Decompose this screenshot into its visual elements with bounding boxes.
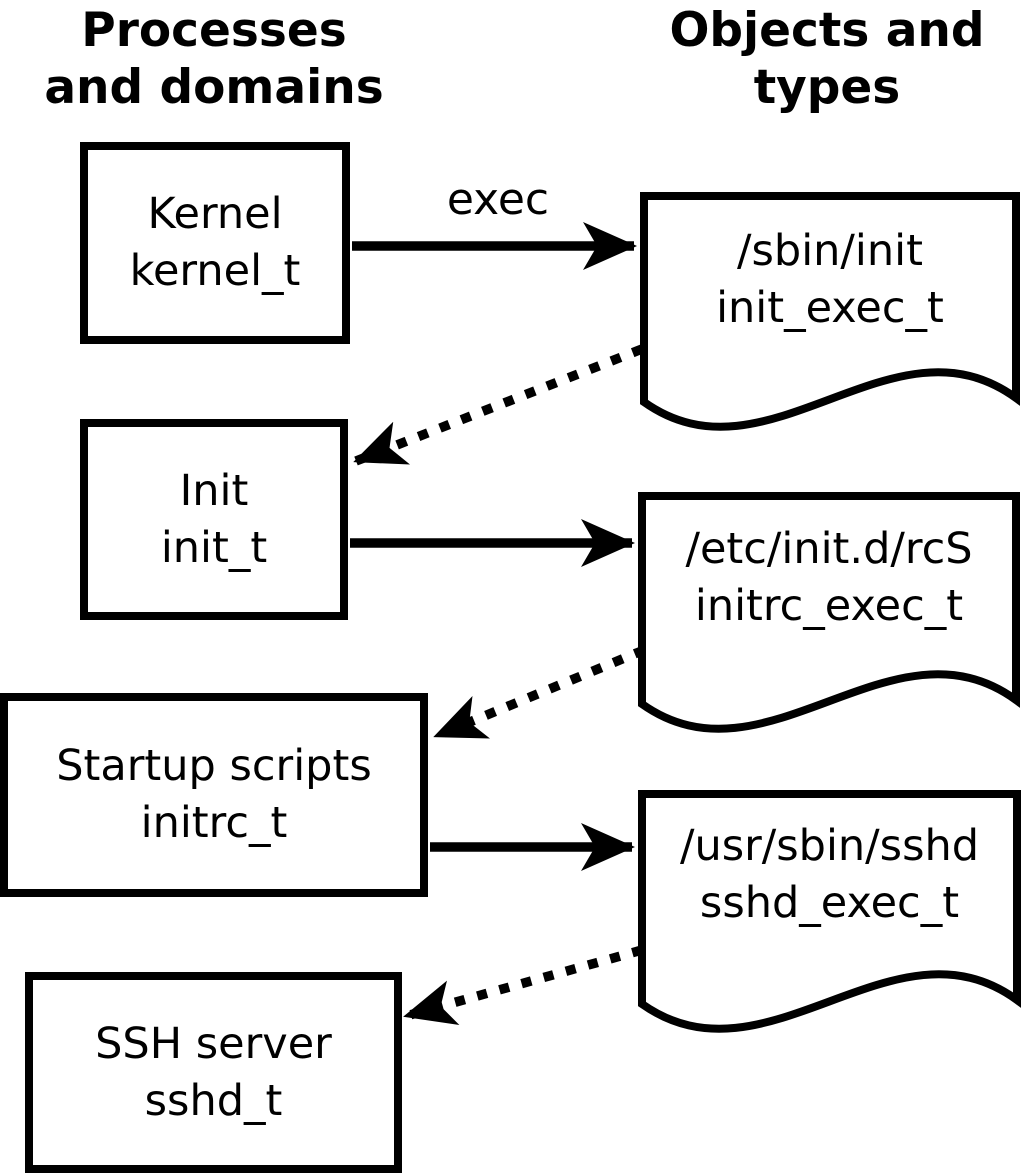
process-type-label: kernel_t: [129, 246, 301, 296]
object-node-etc-initd-rcs: /etc/init.d/rcS initrc_exec_t: [646, 500, 1012, 696]
document-shape-usr-sbin-sshd: [638, 790, 1021, 1033]
process-node-startup-scripts: Startup scripts initrc_t: [0, 693, 428, 897]
column-header-objects: Objects and types: [669, 3, 985, 115]
transition-arrow-initrcexec-to-initrc: [433, 645, 646, 741]
object-path-label: /sbin/init: [737, 226, 923, 276]
object-path-label: /etc/init.d/rcS: [685, 524, 973, 574]
object-path-label: /usr/sbin/sshd: [679, 821, 980, 871]
transition-arrow-sshdexec-to-sshd: [403, 945, 644, 1025]
document-shape-etc-initd-rcs: [638, 492, 1020, 733]
process-name-label: SSH server: [95, 1018, 332, 1069]
object-type-label: sshd_exec_t: [699, 878, 960, 928]
object-type-label: init_exec_t: [716, 283, 944, 333]
object-node-sbin-init: /sbin/init init_exec_t: [648, 200, 1012, 396]
object-node-usr-sbin-sshd: /usr/sbin/sshd sshd_exec_t: [646, 798, 1013, 996]
transition-arrow-initexec-to-init: [353, 344, 644, 466]
object-type-label: initrc_exec_t: [694, 581, 964, 631]
process-node-ssh-server: SSH server sshd_t: [25, 972, 402, 1173]
process-name-label: Startup scripts: [56, 741, 372, 791]
process-type-label: sshd_t: [144, 1075, 283, 1126]
process-type-label: initrc_t: [140, 798, 288, 848]
process-node-kernel: Kernel kernel_t: [80, 142, 350, 344]
document-shape-sbin-init: [640, 192, 1020, 431]
process-name-label: Kernel: [147, 189, 283, 239]
process-type-label: init_t: [160, 522, 268, 573]
column-header-processes: Processes and domains: [44, 3, 384, 115]
exec-edge-label: exec: [446, 174, 550, 225]
process-name-label: Init: [179, 465, 249, 516]
process-node-init: Init init_t: [80, 419, 348, 620]
